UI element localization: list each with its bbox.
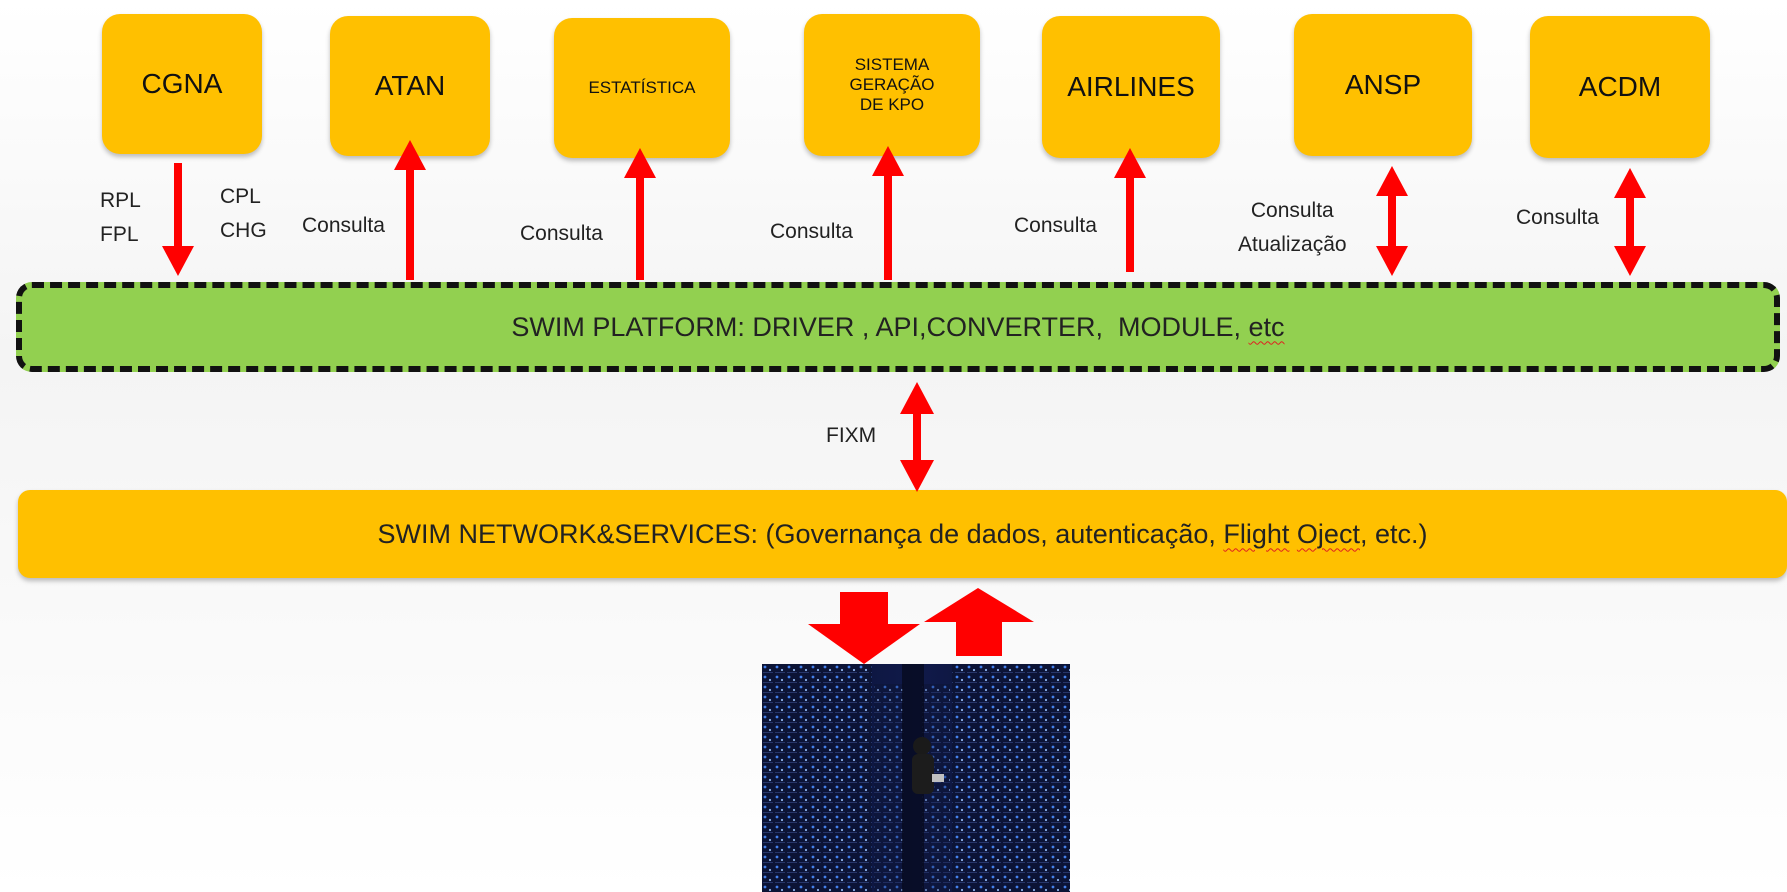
arrow-airlines-up xyxy=(1114,148,1146,272)
label-consulta-sistema: Consulta xyxy=(770,220,853,243)
label-cpl-chg: CPL CHG xyxy=(220,180,267,248)
box-cgna: CGNA xyxy=(102,14,262,154)
swim-network-label: SWIM NETWORK&SERVICES: (Governança de da… xyxy=(378,519,1428,550)
label-consulta-atan: Consulta xyxy=(302,214,385,237)
label-fixm: FIXM xyxy=(826,424,877,447)
arrow-atan-up xyxy=(394,140,426,280)
box-ansp-label: ANSP xyxy=(1344,69,1422,100)
box-estatistica: ESTATÍSTICA xyxy=(554,18,730,158)
box-sistema-line-3: DE KPO xyxy=(859,95,925,114)
box-sistema-line-1: SISTEMA xyxy=(854,55,930,74)
label-consulta-acdm: Consulta xyxy=(1516,206,1599,229)
box-atan-label: ATAN xyxy=(374,70,446,101)
label-consulta-ansp: Consulta xyxy=(1250,199,1334,222)
box-acdm-label: ACDM xyxy=(1578,71,1662,102)
swim-network-oject: Oject xyxy=(1296,518,1360,549)
label-consulta-atualizacao: Consulta Atualização xyxy=(1238,194,1347,262)
box-sistema-line-2: GERAÇÃO xyxy=(849,75,935,94)
swim-network-flight: Flight xyxy=(1223,518,1290,549)
label-consulta-airlines: Consulta xyxy=(1014,214,1097,237)
label-chg: CHG xyxy=(220,219,267,242)
arrow-cgna-down xyxy=(162,163,194,276)
arrow-ansp-bidirectional xyxy=(1376,166,1408,276)
box-sistema-kpo: SISTEMA GERAÇÃO DE KPO xyxy=(804,14,980,156)
arrow-sistema-up xyxy=(872,146,904,280)
swim-network-bar: SWIM NETWORK&SERVICES: (Governança de da… xyxy=(18,490,1787,578)
box-airlines-label: AIRLINES xyxy=(1067,71,1195,102)
arrow-estatistica-up xyxy=(624,148,656,280)
block-arrow-down xyxy=(808,592,920,664)
swim-platform-etc: etc xyxy=(1248,311,1285,342)
swim-network-text-e: , etc.) xyxy=(1359,518,1428,549)
arrow-fixm-bidirectional xyxy=(900,382,934,492)
label-fpl: FPL xyxy=(100,223,139,246)
label-cpl: CPL xyxy=(220,185,261,208)
arrow-acdm-bidirectional xyxy=(1614,168,1646,276)
swim-platform-label: SWIM PLATFORM: DRIVER , API,CONVERTER, M… xyxy=(511,312,1284,343)
label-atualizacao: Atualização xyxy=(1238,233,1347,256)
block-arrow-up xyxy=(924,588,1034,656)
box-acdm: ACDM xyxy=(1530,16,1710,158)
label-rpl: RPL xyxy=(100,189,141,212)
datacenter-image xyxy=(762,664,1070,892)
swim-network-text-a: SWIM NETWORK&SERVICES: (Governança de da… xyxy=(377,518,1224,549)
label-consulta-estatistica: Consulta xyxy=(520,222,603,245)
swim-platform-text: SWIM PLATFORM: DRIVER , API,CONVERTER, M… xyxy=(511,311,1249,342)
swim-platform-bar: SWIM PLATFORM: DRIVER , API,CONVERTER, M… xyxy=(16,282,1780,372)
box-atan: ATAN xyxy=(330,16,490,156)
box-estatistica-label: ESTATÍSTICA xyxy=(588,78,696,97)
box-ansp: ANSP xyxy=(1294,14,1472,156)
box-airlines: AIRLINES xyxy=(1042,16,1220,158)
box-cgna-label: CGNA xyxy=(141,68,223,99)
label-rpl-fpl: RPL FPL xyxy=(100,184,141,252)
